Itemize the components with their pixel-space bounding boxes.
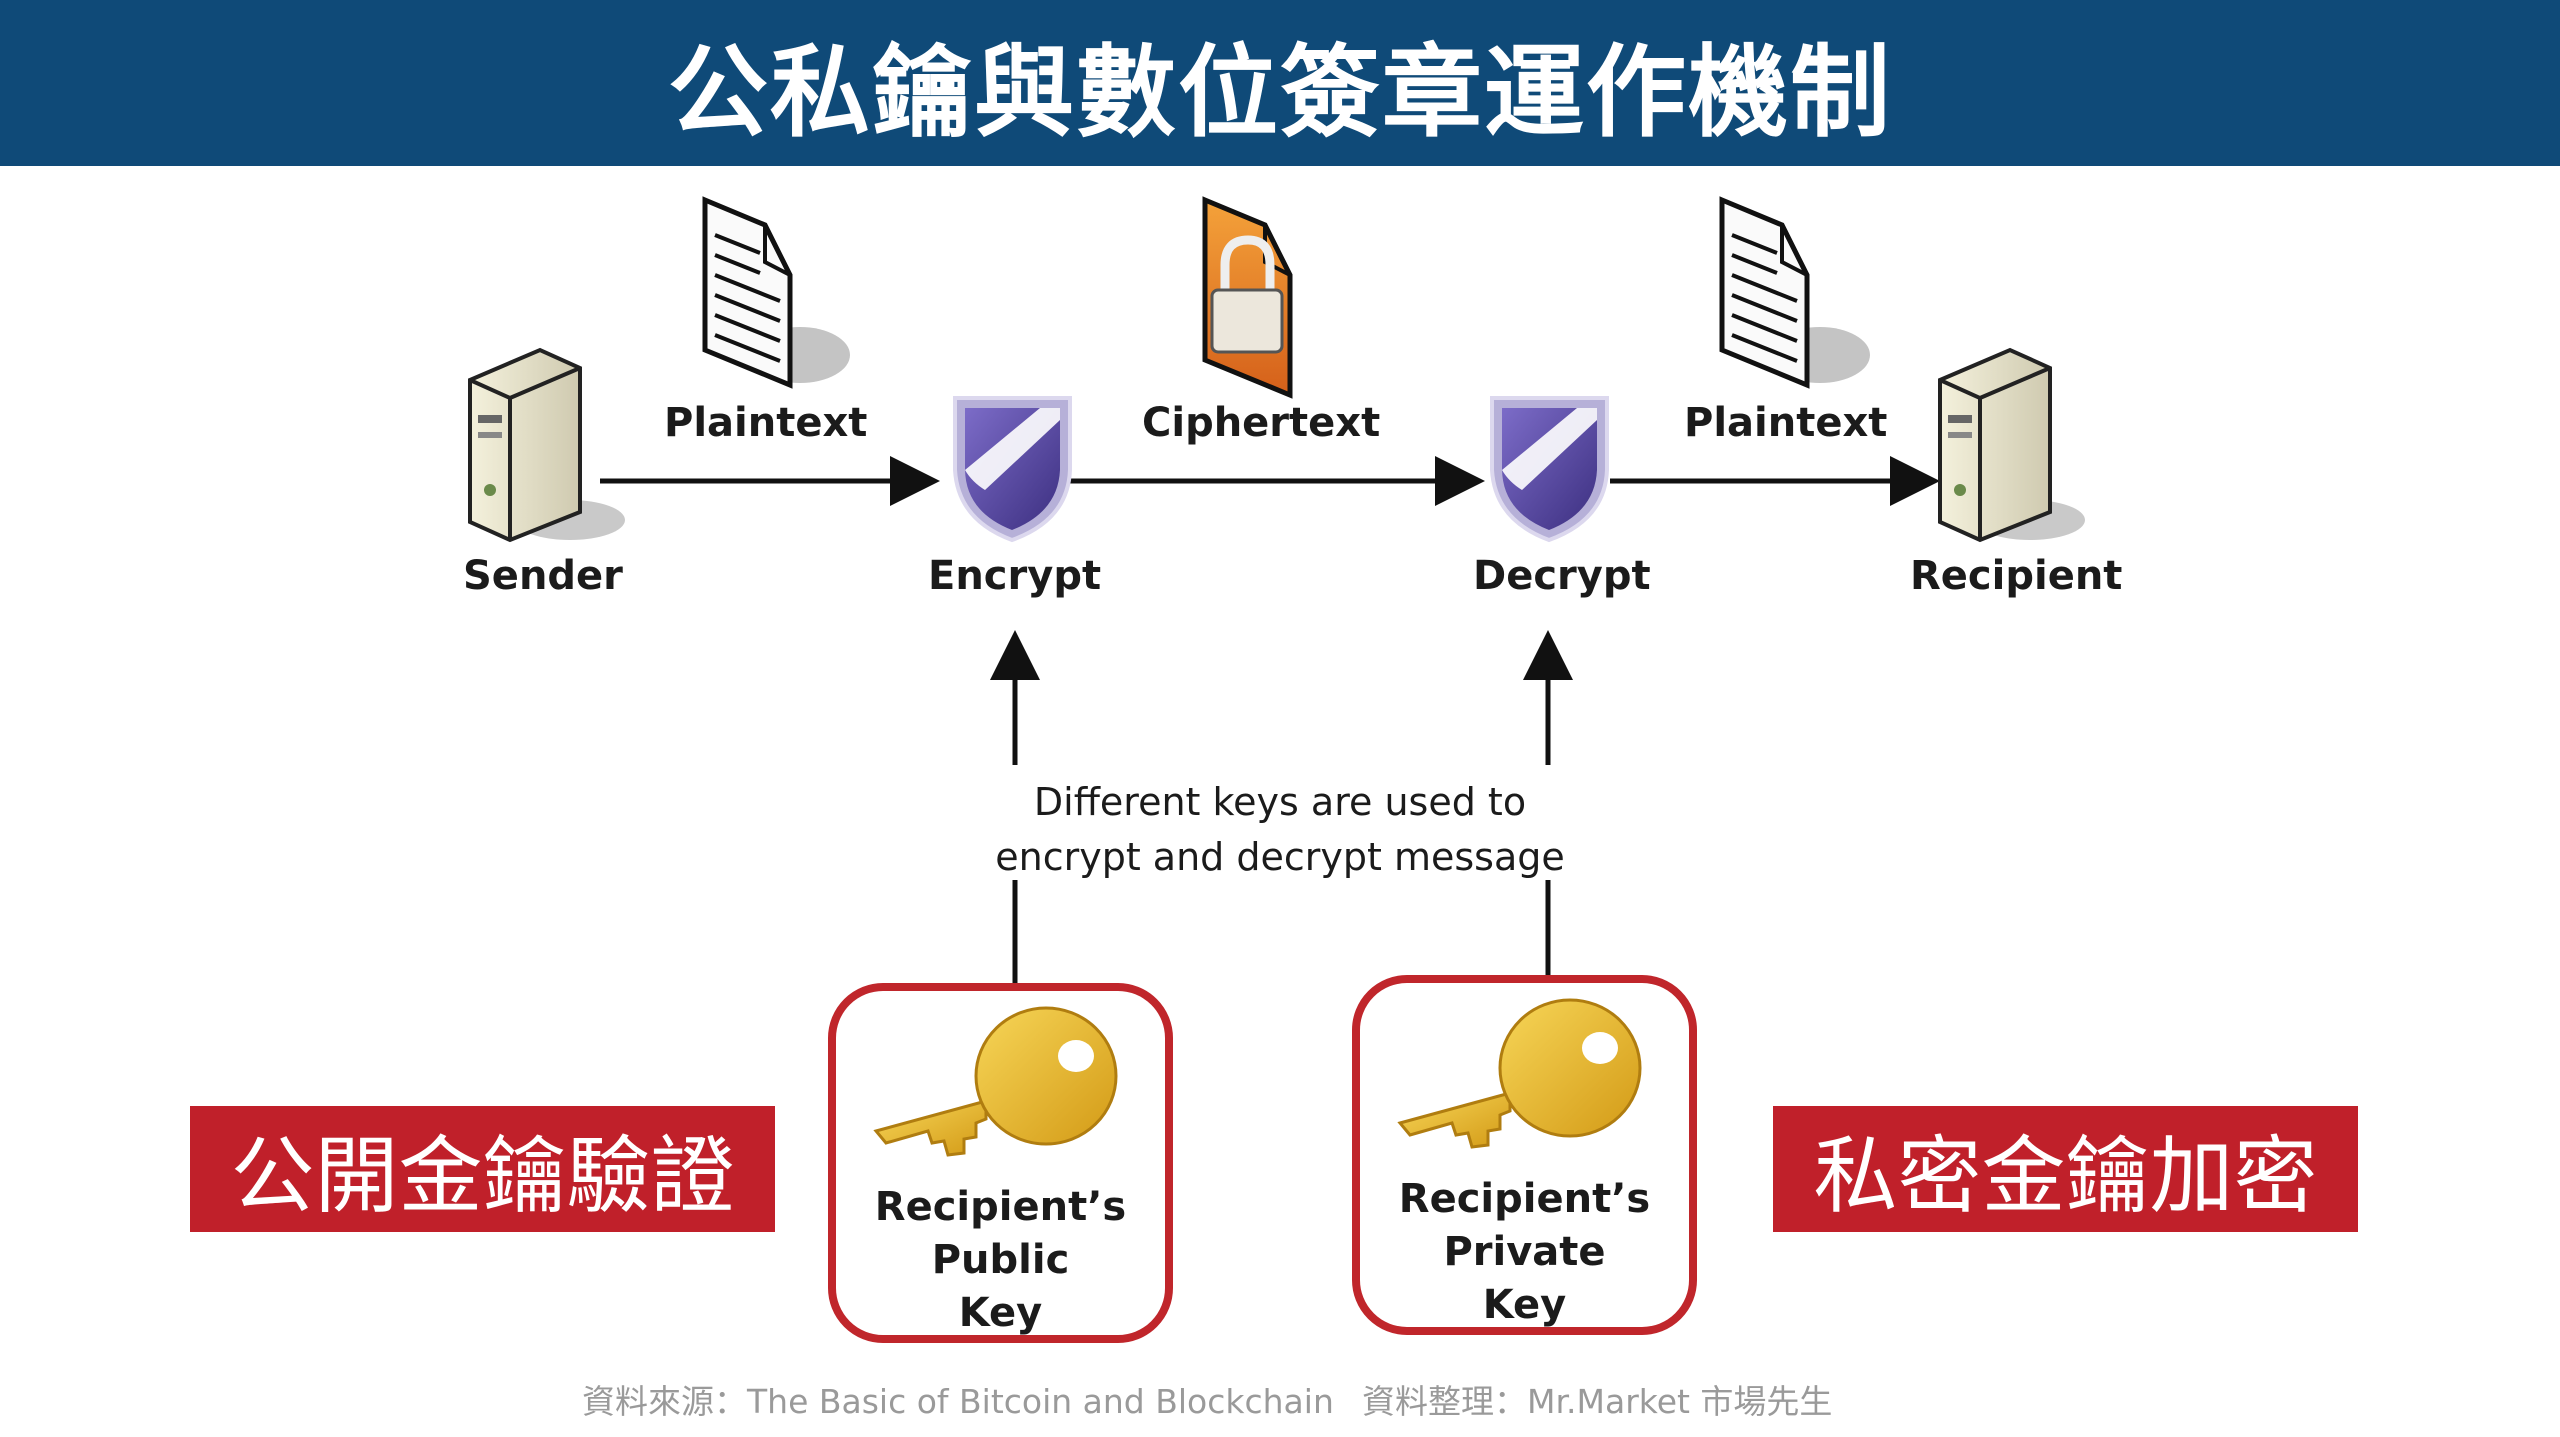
public-key-line1: Recipient’s	[874, 1184, 1127, 1230]
public-key-label: Recipient’s Public Key	[836, 1181, 1165, 1340]
recipient-label: Recipient	[1910, 553, 2123, 599]
private-key-line1: Recipient’s	[1398, 1176, 1651, 1222]
keys-note: Different keys are used to encrypt and d…	[960, 775, 1600, 885]
public-key-line3: Key	[958, 1290, 1043, 1336]
private-key-callout: 私密金鑰加密	[1773, 1106, 2358, 1232]
private-key-box: Recipient’s Private Key	[1352, 975, 1697, 1335]
public-key-callout: 公開金鑰驗證	[190, 1106, 775, 1232]
keys-note-line2: encrypt and decrypt message	[995, 835, 1565, 879]
key-icon	[873, 1006, 1118, 1157]
encrypt-shield-icon	[953, 396, 1072, 543]
sender-server-icon	[468, 347, 625, 543]
private-key-line2: Private	[1443, 1229, 1606, 1275]
title-bar: 公私鑰與數位簽章運作機制	[0, 0, 2560, 166]
public-key-line2: Public	[931, 1237, 1070, 1283]
key-icon	[1397, 998, 1642, 1149]
source-credit: 資料來源：The Basic of Bitcoin and Blockchain	[582, 1382, 1334, 1421]
decrypt-label: Decrypt	[1473, 553, 1651, 599]
ciphertext-lock-icon	[1202, 196, 1293, 399]
private-key-line3: Key	[1482, 1282, 1567, 1328]
plaintext-label: Plaintext	[664, 400, 868, 446]
sender-label: Sender	[463, 553, 623, 599]
encrypt-label: Encrypt	[928, 553, 1102, 599]
ciphertext-label: Ciphertext	[1142, 400, 1381, 446]
compiled-credit: 資料整理：Mr.Market 市場先生	[1362, 1382, 1833, 1421]
page-title: 公私鑰與數位簽章運作機制	[668, 33, 1892, 151]
plaintext-label: Plaintext	[1684, 400, 1888, 446]
plaintext-document-icon	[1719, 196, 1870, 389]
public-key-box: Recipient’s Public Key	[828, 983, 1173, 1343]
recipient-server-icon	[1938, 347, 2085, 543]
keys-note-line1: Different keys are used to	[1033, 780, 1527, 824]
plaintext-document-icon	[702, 196, 850, 389]
decrypt-shield-icon	[1490, 396, 1609, 543]
private-key-label: Recipient’s Private Key	[1360, 1173, 1689, 1332]
